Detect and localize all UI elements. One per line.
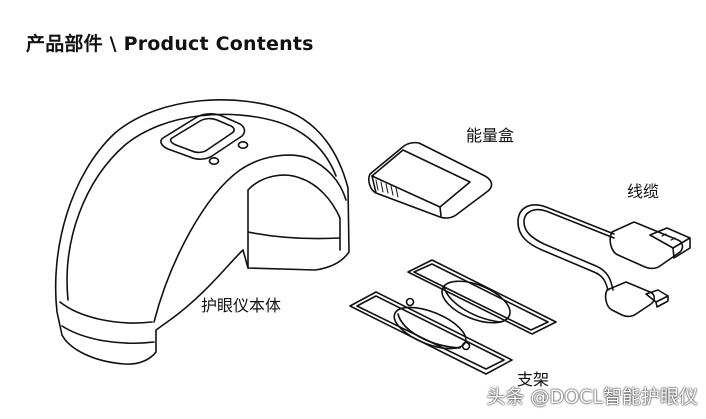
usb-a-plug-metal (649, 227, 691, 259)
stand-clip-back-edge (443, 285, 501, 323)
source-watermark: 头条 @DOCL智能护眼仪 (486, 386, 698, 408)
stand-plate-front (349, 291, 513, 375)
device-inner-leg (247, 174, 341, 269)
usb-cable-drawing (517, 204, 691, 318)
label-stand: 支架 (517, 370, 550, 389)
usb-a-plug-body (609, 221, 684, 270)
label-energy-box: 能量盒 (466, 126, 515, 145)
device-display-screen (169, 117, 235, 154)
micro-usb-plug-body (604, 281, 656, 318)
micro-usb-plug-tip (645, 289, 669, 308)
stand-plate-back (407, 259, 557, 335)
stand-plate-back-inner (413, 263, 549, 331)
stand-plate-front-inner (356, 295, 505, 370)
device-display-panel (160, 113, 246, 160)
device-outer-shell (54, 99, 350, 365)
cable-wire-outer (517, 204, 615, 291)
energy-box-shading (375, 179, 399, 198)
energy-box-drawing (368, 141, 493, 219)
eye-massager-device-drawing (54, 99, 350, 365)
device-top-rim (66, 113, 337, 301)
stand-clip-front-edge (397, 313, 461, 349)
stand-hole (405, 297, 415, 307)
label-cable: 线缆 (627, 182, 660, 201)
device-inner-arch (153, 154, 347, 323)
energy-box-front-edge (371, 175, 442, 217)
device-band-line-1 (59, 301, 153, 324)
stand-clip-back (441, 280, 511, 324)
energy-box-top-face (371, 149, 471, 208)
stand-drawing (349, 259, 557, 375)
page-title: 产品部件 \ Product Contents (26, 33, 314, 55)
device-inner-leg-front (247, 231, 341, 240)
device-band-line-2 (61, 325, 155, 345)
stand-hole-2 (461, 341, 471, 351)
energy-box-outline (368, 141, 493, 219)
device-button-right (237, 141, 249, 150)
device-button-left (208, 157, 220, 166)
cable-wire-inner (523, 208, 615, 291)
label-main-unit: 护眼仪本体 (201, 296, 282, 315)
usb-a-plug-holes (661, 233, 676, 241)
